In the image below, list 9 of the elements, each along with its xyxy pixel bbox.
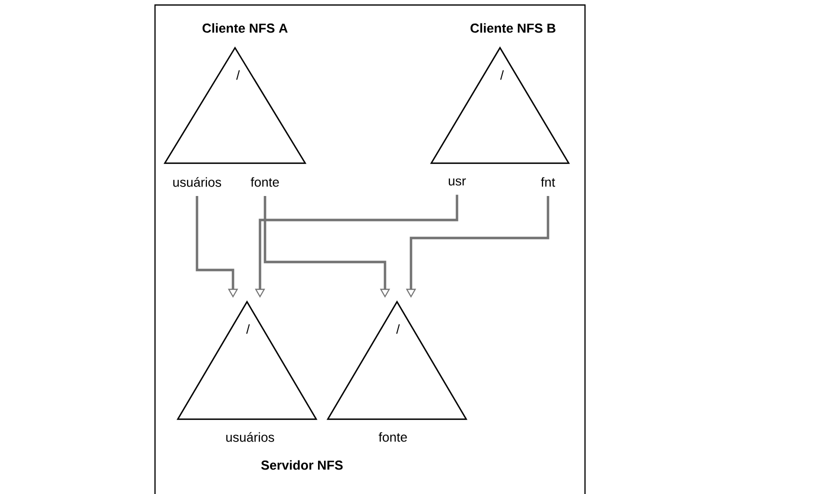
directory-label: fonte	[378, 432, 407, 442]
directory-label: fnt	[540, 177, 556, 187]
directory-label: fonte	[250, 177, 279, 187]
heading: Cliente NFS A	[202, 23, 288, 33]
directory-label: usr	[448, 178, 466, 186]
directory-label: usuários	[226, 432, 274, 442]
heading: Cliente NFS B	[470, 23, 556, 33]
server-label: Servidor NFS	[261, 460, 343, 470]
directory-label: usuários	[173, 177, 222, 187]
